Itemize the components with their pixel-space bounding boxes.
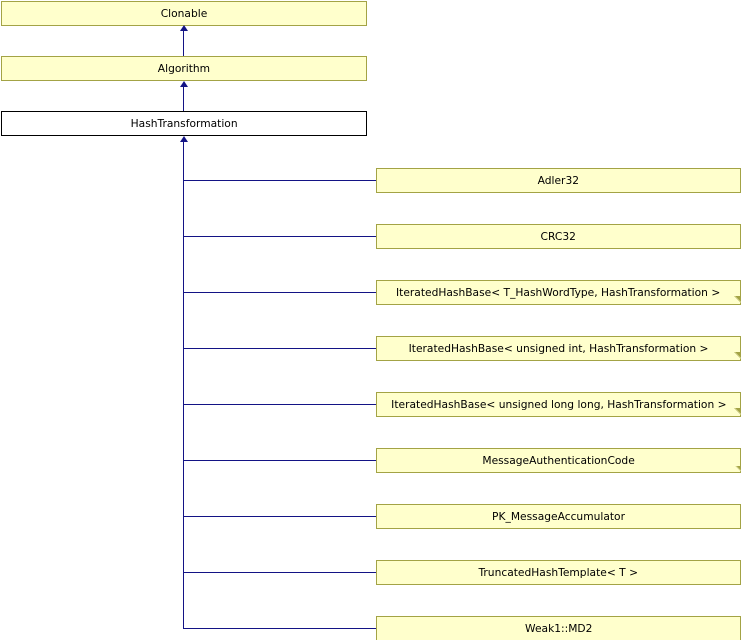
- arrowhead-icon: [180, 25, 188, 31]
- connector-branch-iteratedhashbase-thashwordtype: [183, 292, 377, 293]
- connector-hashtransformation-to-algorithm: [183, 86, 184, 111]
- connector-trunk: [183, 141, 184, 628]
- connector-branch-iteratedhashbase-unsigned-long-long: [183, 404, 377, 405]
- class-node-label: MessageAuthenticationCode: [482, 453, 635, 467]
- class-node-messageauthenticationcode[interactable]: MessageAuthenticationCode: [376, 448, 741, 473]
- connector-branch-messageauthenticationcode: [183, 460, 377, 461]
- class-node-iteratedhashbase-unsigned-int[interactable]: IteratedHashBase< unsigned int, HashTran…: [376, 336, 741, 361]
- class-node-label: IteratedHashBase< unsigned long long, Ha…: [390, 397, 727, 411]
- connector-branch-pk-messageaccumulator: [183, 516, 377, 517]
- class-node-label: IteratedHashBase< unsigned int, HashTran…: [408, 341, 709, 355]
- connector-branch-weak1-md2: [183, 628, 377, 629]
- class-node-label: Clonable: [160, 6, 208, 20]
- class-node-label: HashTransformation: [130, 116, 238, 130]
- class-node-label: TruncatedHashTemplate< T >: [478, 565, 639, 579]
- class-node-label: Algorithm: [157, 61, 211, 75]
- connector-algorithm-to-clonable: [183, 30, 184, 56]
- class-node-label: Adler32: [537, 173, 580, 187]
- connector-branch-iteratedhashbase-unsigned-int: [183, 348, 377, 349]
- class-node-crc32[interactable]: CRC32: [376, 224, 741, 249]
- arrowhead-icon: [180, 81, 188, 87]
- class-node-truncatedhashtemplate[interactable]: TruncatedHashTemplate< T >: [376, 560, 741, 585]
- class-node-label: Weak1::MD2: [524, 621, 593, 635]
- class-node-label: IteratedHashBase< T_HashWordType, HashTr…: [396, 285, 721, 299]
- class-node-hashtransformation[interactable]: HashTransformation: [1, 111, 367, 136]
- class-node-iteratedhashbase-unsigned-long-long[interactable]: IteratedHashBase< unsigned long long, Ha…: [376, 392, 741, 417]
- class-node-pk-messageaccumulator[interactable]: PK_MessageAccumulator: [376, 504, 741, 529]
- connector-branch-crc32: [183, 236, 377, 237]
- arrowhead-icon: [180, 136, 188, 142]
- class-node-label: PK_MessageAccumulator: [492, 509, 625, 523]
- class-node-iteratedhashbase-thashwordtype[interactable]: IteratedHashBase< T_HashWordType, HashTr…: [376, 280, 741, 305]
- class-node-weak1-md2[interactable]: Weak1::MD2: [376, 616, 741, 640]
- class-node-algorithm[interactable]: Algorithm: [1, 56, 367, 81]
- class-node-adler32[interactable]: Adler32: [376, 168, 741, 193]
- connector-branch-truncatedhashtemplate: [183, 572, 377, 573]
- class-node-label: CRC32: [540, 229, 577, 243]
- class-node-clonable[interactable]: Clonable: [1, 1, 367, 26]
- connector-branch-adler32: [183, 180, 377, 181]
